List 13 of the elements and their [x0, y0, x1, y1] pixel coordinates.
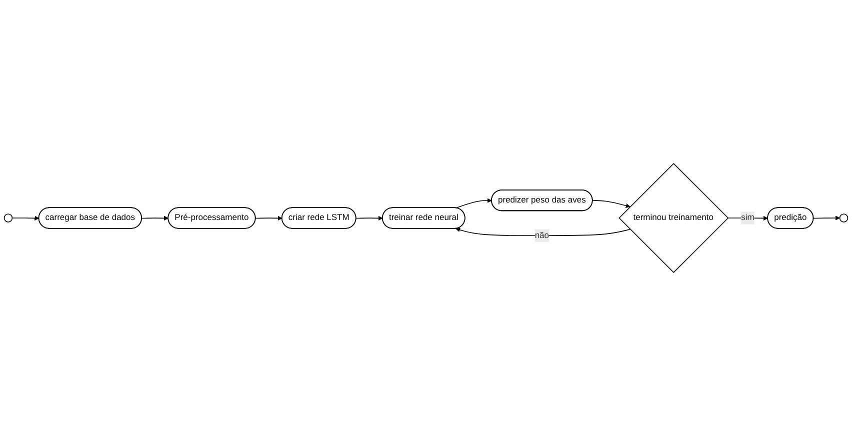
arrow	[12, 216, 40, 221]
node-circle	[4, 214, 13, 222]
arrow	[141, 216, 169, 221]
arrow	[455, 198, 492, 208]
arrow	[356, 216, 383, 221]
arrow	[592, 200, 630, 208]
edge-label: sim	[741, 213, 754, 222]
edge-label: não	[534, 230, 549, 240]
arrow	[813, 216, 840, 220]
arrow	[255, 216, 282, 221]
arrow	[456, 228, 631, 236]
node-diamond: terminou treinamento	[618, 162, 729, 274]
node-circle	[839, 214, 848, 222]
